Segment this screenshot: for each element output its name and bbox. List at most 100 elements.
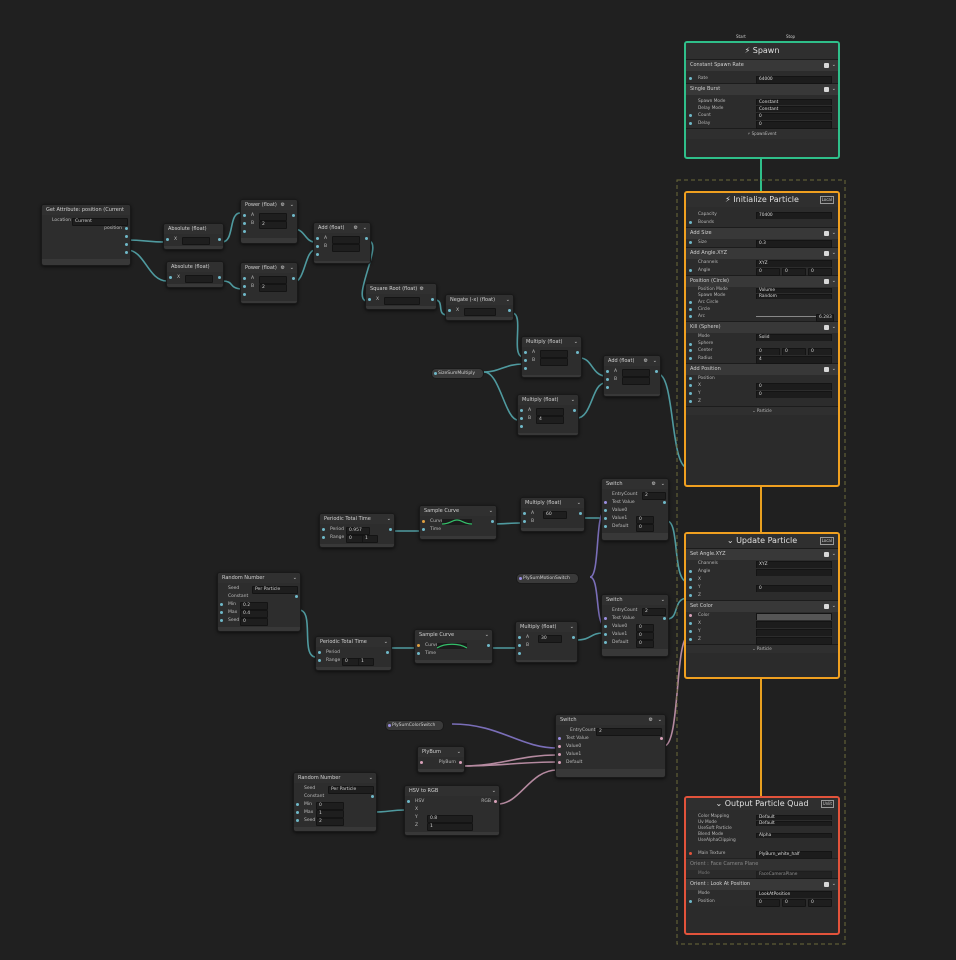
- value1-field[interactable]: 0: [636, 516, 654, 524]
- seed-field[interactable]: 0: [240, 618, 268, 626]
- gear-icon[interactable]: ⚙: [419, 286, 424, 292]
- a-field[interactable]: [540, 350, 568, 358]
- input-port[interactable]: [689, 77, 692, 80]
- input-port[interactable]: [689, 377, 692, 380]
- input-port[interactable]: [689, 400, 692, 403]
- arc-slider[interactable]: [756, 316, 816, 317]
- input-port[interactable]: [689, 343, 692, 346]
- bool-port[interactable]: [558, 737, 561, 740]
- min-field[interactable]: 0.2: [240, 602, 268, 610]
- input-port[interactable]: [689, 630, 692, 633]
- chevron-icon[interactable]: ⌄: [831, 881, 836, 887]
- min-field[interactable]: 0: [316, 802, 344, 810]
- entry-count-field[interactable]: 2: [596, 728, 662, 736]
- enable-checkbox[interactable]: [824, 367, 829, 372]
- output-port[interactable]: [292, 277, 295, 280]
- output-port[interactable]: [576, 351, 579, 354]
- chevron-down-icon[interactable]: ⌄: [383, 639, 388, 645]
- chevron-icon[interactable]: ⌄: [831, 62, 836, 68]
- chevron-icon[interactable]: ⌄: [831, 324, 836, 330]
- input-port[interactable]: [243, 222, 246, 225]
- input-port[interactable]: [243, 277, 246, 280]
- chevron-down-icon[interactable]: ⌄: [657, 717, 662, 723]
- input-port[interactable]: [689, 122, 692, 125]
- multiply-node-1[interactable]: Multiply (float)⌄ A B: [521, 336, 582, 378]
- chevron-down-icon[interactable]: ⌄: [362, 225, 367, 231]
- range-max-field[interactable]: 1: [362, 535, 378, 543]
- output-port[interactable]: [663, 617, 666, 620]
- input-port[interactable]: [523, 520, 526, 523]
- curve-preview[interactable]: [441, 519, 473, 525]
- enable-checkbox[interactable]: [824, 251, 829, 256]
- input-port[interactable]: [520, 425, 523, 428]
- chevron-down-icon[interactable]: ⌄: [660, 597, 665, 603]
- input-port[interactable]: [448, 309, 451, 312]
- range-max-field[interactable]: 1: [358, 658, 374, 666]
- output-port[interactable]: [487, 644, 490, 647]
- add-node-2[interactable]: Add (float)⚙⌄ A B: [603, 355, 661, 397]
- color-port[interactable]: [558, 745, 561, 748]
- output-port[interactable]: [459, 761, 462, 764]
- enable-checkbox[interactable]: [824, 325, 829, 330]
- enable-checkbox[interactable]: [824, 604, 829, 609]
- input-port[interactable]: [243, 285, 246, 288]
- curve-port[interactable]: [417, 644, 420, 647]
- output-port[interactable]: [365, 237, 368, 240]
- input-port[interactable]: [689, 357, 692, 360]
- output-port[interactable]: [218, 238, 221, 241]
- input-port[interactable]: [689, 622, 692, 625]
- input-port[interactable]: [689, 578, 692, 581]
- input-port[interactable]: [689, 269, 692, 272]
- angle-z-field[interactable]: 0: [808, 268, 832, 276]
- input-port[interactable]: [518, 652, 521, 655]
- chevron-down-icon[interactable]: ⌄: [456, 749, 461, 755]
- angle-y-field[interactable]: 0: [782, 268, 806, 276]
- output-port[interactable]: [491, 520, 494, 523]
- default-field[interactable]: 0: [636, 640, 654, 648]
- b-field[interactable]: 2: [259, 221, 287, 229]
- texture-port[interactable]: [689, 852, 692, 855]
- sample-curve-node-2[interactable]: Sample Curve⌄ Curve Time: [414, 629, 493, 664]
- square-root-node[interactable]: Square Root (float)⚙ X: [365, 283, 437, 310]
- input-port[interactable]: [689, 384, 692, 387]
- curve-preview[interactable]: [436, 643, 468, 649]
- enable-checkbox[interactable]: [824, 279, 829, 284]
- ply-sum-color-switch-property[interactable]: PlySumColorSwitch: [385, 720, 445, 731]
- position-x-field[interactable]: 0: [756, 899, 780, 907]
- gear-icon[interactable]: ⚙: [280, 202, 285, 208]
- output-port[interactable]: [218, 276, 221, 279]
- x-field[interactable]: [384, 297, 420, 305]
- position-y-field[interactable]: 0: [782, 899, 806, 907]
- b-field[interactable]: [540, 358, 568, 366]
- input-port[interactable]: [604, 625, 607, 628]
- chevron-down-icon[interactable]: ⌄: [491, 788, 496, 794]
- mode-dropdown[interactable]: FaceCameraPlane: [756, 871, 832, 879]
- color-port[interactable]: [558, 753, 561, 756]
- space-badge[interactable]: Local: [819, 196, 834, 204]
- input-port[interactable]: [296, 803, 299, 806]
- input-port[interactable]: [604, 633, 607, 636]
- input-port[interactable]: [524, 367, 527, 370]
- input-port[interactable]: [689, 241, 692, 244]
- input-port[interactable]: [689, 638, 692, 641]
- input-port[interactable]: [243, 293, 246, 296]
- chevron-icon[interactable]: ⌄: [831, 250, 836, 256]
- size-sum-multiply-property[interactable]: SizeSumMultiply: [431, 368, 485, 379]
- chevron-icon[interactable]: ⌄: [831, 230, 836, 236]
- a-field[interactable]: [259, 276, 287, 284]
- seed-dropdown[interactable]: Per Particle: [252, 586, 298, 594]
- input-port[interactable]: [689, 221, 692, 224]
- sample-curve-node-1[interactable]: Sample Curve⌄ Curve Time: [419, 505, 497, 540]
